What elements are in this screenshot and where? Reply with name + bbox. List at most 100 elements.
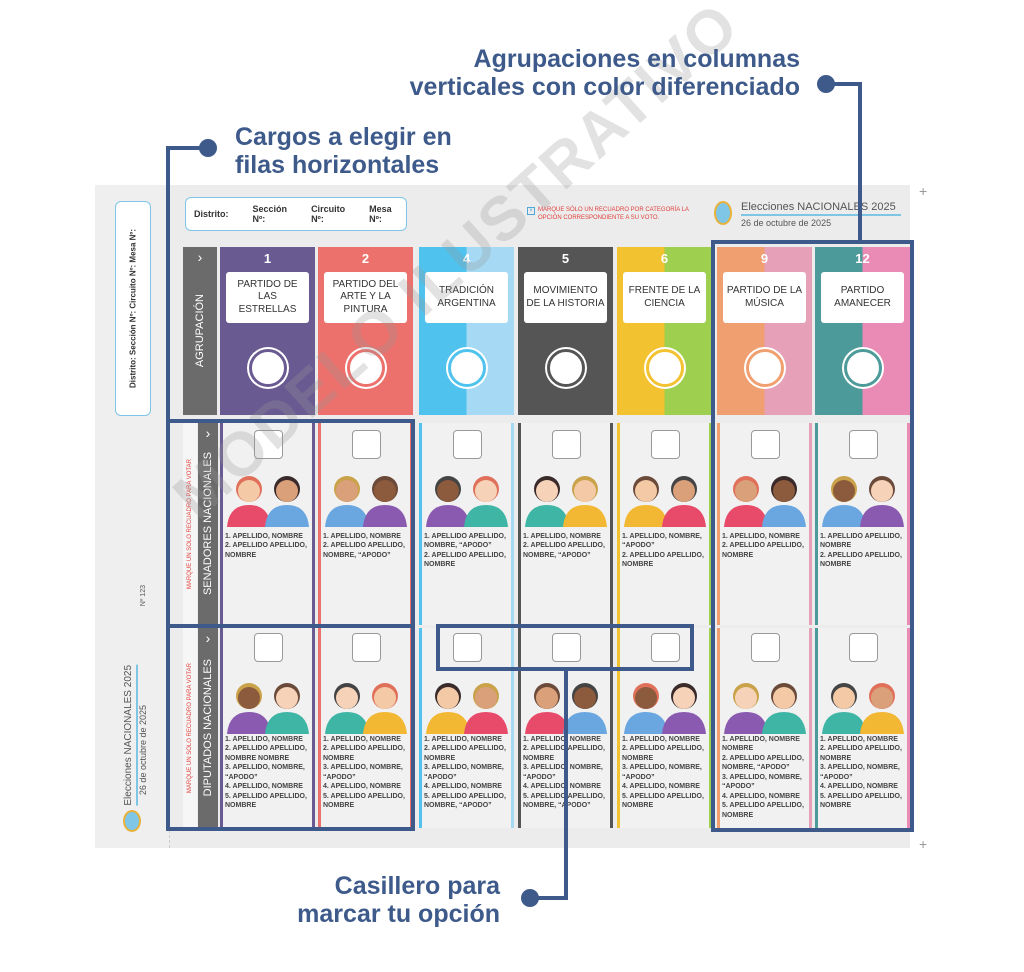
- row-label-senadores: › SENADORES NACIONALES: [198, 423, 218, 625]
- party-number: 6: [660, 251, 669, 266]
- party-logo-icon: [248, 349, 287, 387]
- candidate-name: 1. APELLIDO, NOMBRE: [523, 533, 601, 540]
- coat-of-arms-icon: [714, 201, 732, 225]
- senadores-checkbox[interactable]: [650, 430, 680, 459]
- party-logo-icon: [447, 349, 486, 387]
- annotation-line: [564, 668, 568, 900]
- candidate-name: 2. APELLIDO APELLIDO, NOMBRE: [424, 745, 506, 762]
- diputados-checkbox[interactable]: [848, 633, 878, 662]
- candidate-photo: [422, 463, 512, 527]
- stub-number: Nº 123: [140, 585, 147, 607]
- circuito-label: Circuito Nº:: [311, 204, 346, 224]
- candidate-name: 4. APELLIDO, NOMBRE: [722, 792, 800, 800]
- candidate-name: 5. APELLIDO APELLIDO, NOMBRE: [722, 802, 804, 819]
- senadores-checkbox[interactable]: [351, 430, 381, 459]
- annotation-line: [166, 146, 208, 150]
- distrito-label: Distrito:: [194, 209, 229, 219]
- candidate-name: 3. APELLIDO, NOMBRE, “APODO”: [722, 773, 802, 791]
- seccion-label: Sección Nº:: [252, 204, 288, 224]
- diputados-checkbox[interactable]: [452, 633, 482, 662]
- candidate-name: 2. APELLIDO APELLIDO, NOMBRE: [622, 745, 704, 762]
- party-number: 9: [760, 251, 769, 266]
- candidate-photo: [720, 463, 810, 527]
- candidate-photo: [521, 463, 611, 527]
- diputados-checkbox[interactable]: [750, 633, 780, 662]
- candidate-name: 1. APELLIDO, NOMBRE NOMBRE: [722, 736, 800, 753]
- senadores-checkbox[interactable]: [750, 430, 780, 459]
- candidate-photo: [620, 670, 710, 734]
- party-logo-icon: [645, 349, 684, 387]
- party-logo-icon: [843, 349, 882, 387]
- candidate-name: 3. APELLIDO, NOMBRE, “APODO”: [225, 764, 305, 781]
- highlight-columns-box: [711, 240, 914, 832]
- candidate-photo: [720, 670, 810, 734]
- agrupacion-label: AGRUPACIÓN: [194, 294, 206, 368]
- candidate-name: 1. APELLIDO APELLIDO, NOMBRE, “APODO”: [424, 533, 506, 550]
- row-label-agrupacion: › AGRUPACIÓN: [183, 247, 217, 415]
- candidate-name: 1. APELLIDO, NOMBRE: [424, 736, 502, 743]
- candidate-photo: [422, 670, 512, 734]
- stub-fields: Distrito: Sección Nº: Circuito Nº: Mesa …: [115, 201, 151, 416]
- candidate-name: 5. APELLIDO APELLIDO, NOMBRE: [323, 792, 405, 810]
- annotation-line: [858, 82, 862, 242]
- senadores-checkbox[interactable]: [452, 430, 482, 459]
- candidate-name: 2. APELLIDO APELLIDO, NOMBRE, “APODO”: [722, 754, 804, 772]
- senadores-candidates: 1. APELLIDO, NOMBRE 2. APELLIDO APELLIDO,…: [225, 532, 312, 560]
- diputados-checkbox[interactable]: [551, 633, 581, 662]
- candidate-name: 2. APELLIDO APELLIDO, NOMBRE: [622, 551, 704, 569]
- candidate-name: 2. APELLIDO APELLIDO, NOMBRE: [225, 542, 307, 559]
- candidate-name: 1. APELLIDO, NOMBRE: [225, 533, 303, 540]
- candidate-name: 3. APELLIDO, NOMBRE, “APODO”: [523, 764, 603, 781]
- candidate-name: 1. APELLIDO APELLIDO, NOMBRE: [820, 533, 902, 550]
- candidate-name: 5. APELLIDO APELLIDO, NOMBRE, “APODO”: [523, 792, 605, 810]
- diputados-checkbox[interactable]: [253, 633, 283, 662]
- candidate-name: 1. APELLIDO, NOMBRE: [820, 736, 898, 743]
- annotation-checkbox: Casillero para marcar tu opción: [297, 872, 500, 928]
- candidate-name: 2. APELLIDO APELLIDO, NOMBRE: [424, 551, 506, 569]
- diputados-checkbox[interactable]: [650, 633, 680, 662]
- candidate-name: 1. APELLIDO, NOMBRE: [323, 533, 401, 540]
- candidate-name: 1. APELLIDO, NOMBRE: [622, 736, 700, 743]
- candidate-photo: [818, 670, 908, 734]
- stub-election: Elecciones NACIONALES 2025: [123, 665, 138, 806]
- party-number: 1: [263, 251, 272, 266]
- senadores-candidates: 1. APELLIDO, NOMBRE, “APODO”2. APELLIDO …: [622, 532, 709, 570]
- diputados-candidates: 1. APELLIDO, NOMBRE 2. APELLIDO APELLIDO,…: [622, 735, 709, 811]
- candidate-name: 5. APELLIDO APELLIDO, NOMBRE: [820, 792, 902, 810]
- senadores-checkbox[interactable]: [848, 430, 878, 459]
- candidate-name: 5. APELLIDO APELLIDO, NOMBRE, “APODO”: [424, 792, 506, 810]
- party-name: PARTIDO AMANECER: [821, 272, 904, 323]
- header-instruction: MARQUE SÓLO UN RECUADRO POR CATEGORÍA LA…: [538, 207, 689, 221]
- party-number: 4: [462, 251, 471, 266]
- candidate-name: 2. APELLIDO APELLIDO, NOMBRE: [523, 745, 605, 762]
- party-name: PARTIDO DE LAS ESTRELLAS: [226, 272, 309, 323]
- checkbox-sample-icon: ×: [527, 207, 535, 215]
- senadores-checkbox[interactable]: [551, 430, 581, 459]
- party-name: PARTIDO DE LA MÚSICA: [723, 272, 806, 323]
- crop-mark: +: [919, 836, 928, 852]
- candidate-name: 5. APELLIDO APELLIDO, NOMBRE: [225, 792, 307, 810]
- candidate-name: 2. APELLIDO APELLIDO, NOMBRE, “APODO”: [323, 542, 405, 559]
- candidate-name: 4. APELLIDO, NOMBRE: [820, 783, 898, 791]
- candidate-name: 4. APELLIDO, NOMBRE: [323, 783, 401, 791]
- annotation-line: [166, 146, 170, 422]
- candidate-name: 2. APELLIDO APELLIDO, NOMBRE NOMBRE: [225, 745, 307, 762]
- party-name: PARTIDO DEL ARTE Y LA PINTURA: [324, 272, 407, 323]
- candidate-name: 2. APELLIDO APELLIDO, NOMBRE, “APODO”: [523, 542, 605, 559]
- party-logo-icon: [346, 349, 385, 387]
- highlight-senadores-row-box: [166, 419, 415, 628]
- party-name: MOVIMIENTO DE LA HISTORIA: [524, 272, 607, 323]
- crop-mark: +: [919, 183, 928, 199]
- mesa-label: Mesa Nº:: [369, 204, 392, 224]
- party-number: 5: [561, 251, 570, 266]
- party-number: 12: [855, 251, 870, 266]
- stub-date: 26 de octubre de 2025: [138, 705, 148, 796]
- annotation-line: [826, 82, 862, 86]
- senadores-checkbox[interactable]: [253, 430, 283, 459]
- annotation-rows: Cargos a elegir en filas horizontales: [235, 123, 452, 179]
- diputados-checkbox[interactable]: [351, 633, 381, 662]
